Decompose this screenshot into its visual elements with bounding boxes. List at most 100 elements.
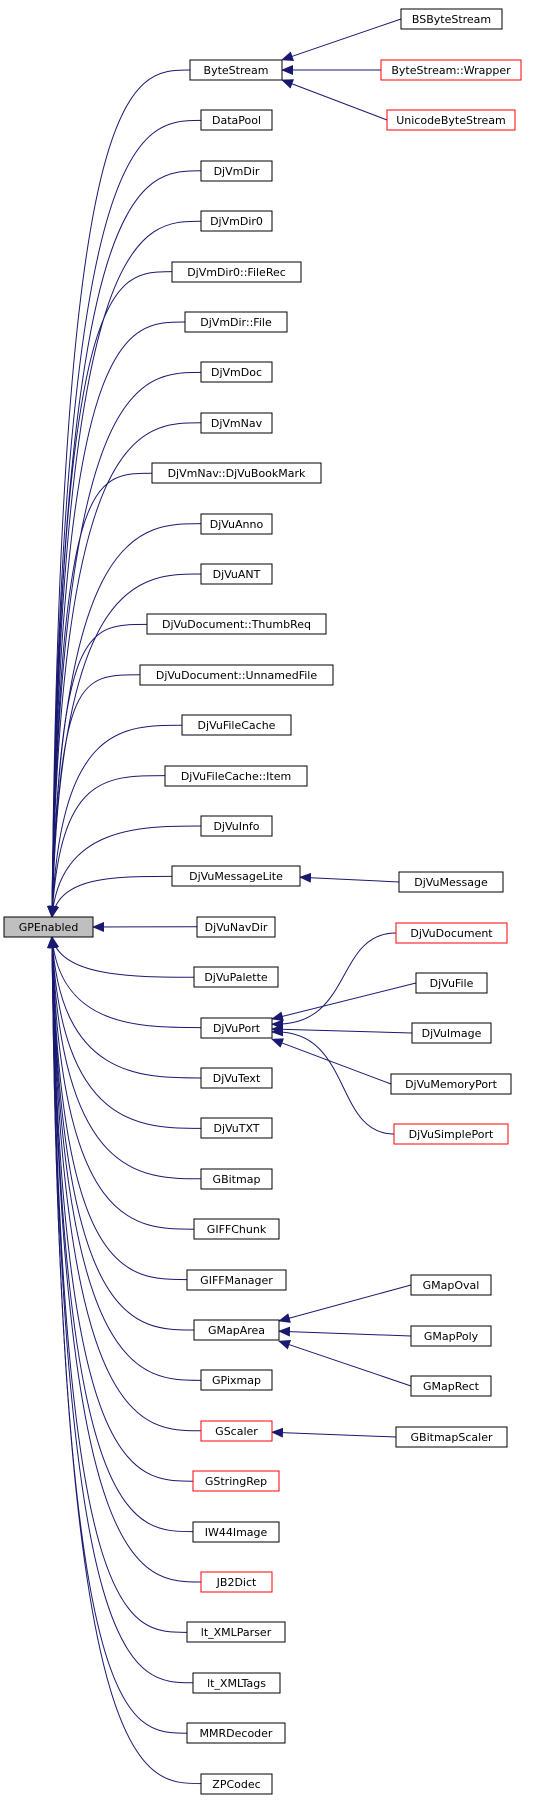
edge-djvuimage-to-djvuport <box>271 1024 413 1035</box>
node-gmaparea[interactable]: GMapArea <box>193 1319 280 1341</box>
node-gscaler[interactable]: GScaler <box>200 1420 273 1442</box>
node-djvufile[interactable]: DjVuFile <box>415 972 488 994</box>
node-djvmdir0[interactable]: DjVmDir0 <box>200 210 273 232</box>
node-label: JB2Dict <box>216 1576 257 1589</box>
node-djvumemoryport[interactable]: DjVuMemoryPort <box>390 1073 512 1095</box>
node-djvuanno[interactable]: DjVuAnno <box>200 513 273 535</box>
node-gbitmapscaler[interactable]: GBitmapScaler <box>395 1426 508 1448</box>
node-gmappoly[interactable]: GMapPoly <box>410 1325 492 1347</box>
edge-djvuanno-to-root <box>47 523 202 918</box>
edge-giffmanager-to-root <box>47 936 188 1281</box>
edge-bytestream-to-root <box>47 69 191 918</box>
node-djvumessage[interactable]: DjVuMessage <box>398 871 504 893</box>
edge-gmaparea-to-root <box>47 936 195 1331</box>
node-label: lt_XMLTags <box>207 1677 266 1690</box>
node-box <box>386 109 516 131</box>
node-box <box>200 361 273 383</box>
node-djvudocument-unnamedfile[interactable]: DjVuDocument::UnnamedFile <box>139 664 334 686</box>
node-gpixmap[interactable]: GPixmap <box>200 1369 273 1391</box>
node-djvmdoc[interactable]: DjVmDoc <box>200 361 273 383</box>
node-djvufilecache[interactable]: DjVuFileCache <box>181 714 292 736</box>
node-label: GStringRep <box>205 1475 267 1488</box>
node-box <box>200 210 273 232</box>
node-djvmnav[interactable]: DjVmNav <box>200 412 273 434</box>
node-gstringrep[interactable]: GStringRep <box>192 1470 280 1492</box>
node-box <box>186 1722 286 1744</box>
node-gmapoval[interactable]: GMapOval <box>410 1274 492 1296</box>
node-gpenabled[interactable]: GPEnabled <box>3 916 94 938</box>
node-gmaprect[interactable]: GMapRect <box>410 1375 492 1397</box>
node-bytestream[interactable]: ByteStream <box>189 59 283 81</box>
node-box <box>181 714 292 736</box>
edge-gmapoval-to-gmaparea <box>278 1284 412 1323</box>
node-djvupalette[interactable]: DjVuPalette <box>193 966 279 988</box>
node-djvuimage[interactable]: DjVuImage <box>411 1022 492 1044</box>
node-box <box>410 1274 492 1296</box>
edge-djvmnav-djvubookmark-to-root <box>47 472 153 918</box>
node-zpcodec[interactable]: ZPCodec <box>200 1773 273 1795</box>
edge-djvuinfo-to-root <box>47 825 202 918</box>
node-label: GMapArea <box>208 1324 265 1337</box>
node-djvuant[interactable]: DjVuANT <box>200 563 273 585</box>
node-label: DjVmNav::DjVuBookMark <box>168 467 306 480</box>
node-label: DjVuPort <box>213 1022 261 1035</box>
node-djvmdir-file[interactable]: DjVmDir::File <box>184 311 288 333</box>
edge-zpcodec-to-root <box>47 936 202 1785</box>
node-lt-xmlparser[interactable]: lt_XMLParser <box>186 1621 286 1643</box>
node-label: ZPCodec <box>212 1778 260 1791</box>
edge-djvmdoc-to-root <box>47 371 202 918</box>
node-djvmdir[interactable]: DjVmDir <box>200 160 273 182</box>
node-label: GIFFChunk <box>207 1223 267 1236</box>
node-djvutxt[interactable]: DjVuTXT <box>200 1117 273 1139</box>
node-unicodebytestream[interactable]: UnicodeByteStream <box>386 109 516 131</box>
nodes-layer: ByteStreamDataPoolDjVmDirDjVmDir0DjVmDir… <box>3 8 522 1795</box>
node-box <box>200 563 273 585</box>
node-iw44image[interactable]: IW44Image <box>192 1521 280 1543</box>
edge-djvumessage-to-djvumessagelite <box>299 872 400 883</box>
node-giffmanager[interactable]: GIFFManager <box>186 1269 287 1291</box>
node-box <box>380 59 522 81</box>
node-datapool[interactable]: DataPool <box>200 109 273 131</box>
node-djvudocument[interactable]: DjVuDocument <box>395 922 508 944</box>
node-djvunavdir[interactable]: DjVuNavDir <box>196 916 276 938</box>
node-giffchunk[interactable]: GIFFChunk <box>193 1218 280 1240</box>
node-bsbytestream[interactable]: BSByteStream <box>400 8 503 30</box>
node-box <box>151 462 322 484</box>
node-label: DjVuFile <box>430 977 474 990</box>
node-label: DjVmDir0::FileRec <box>187 266 286 279</box>
node-djvufilecache-item[interactable]: DjVuFileCache::Item <box>164 765 308 787</box>
node-box <box>146 613 327 635</box>
edge-mmrdecoder-to-root <box>47 936 188 1734</box>
edge-lt-xmlparser-to-root <box>47 936 188 1633</box>
node-bytestream-wrapper[interactable]: ByteStream::Wrapper <box>380 59 522 81</box>
node-gbitmap[interactable]: GBitmap <box>200 1168 273 1190</box>
node-djvuinfo[interactable]: DjVuInfo <box>200 815 273 837</box>
node-djvmnav-djvubookmark[interactable]: DjVmNav::DjVuBookMark <box>151 462 322 484</box>
node-label: GBitmapScaler <box>411 1431 493 1444</box>
node-djvutext[interactable]: DjVuText <box>200 1067 273 1089</box>
node-mmrdecoder[interactable]: MMRDecoder <box>186 1722 286 1744</box>
node-box <box>200 1117 273 1139</box>
node-box <box>200 1168 273 1190</box>
node-label: IW44Image <box>205 1526 268 1539</box>
node-jb2dict[interactable]: JB2Dict <box>200 1571 273 1593</box>
node-box <box>186 1621 286 1643</box>
edge-giffchunk-to-root <box>47 936 195 1230</box>
node-box <box>200 1571 273 1593</box>
node-box <box>200 412 273 434</box>
node-djvuport[interactable]: DjVuPort <box>200 1017 273 1039</box>
edge-djvutxt-to-root <box>47 936 202 1129</box>
node-box <box>390 1073 512 1095</box>
node-label: DjVuDocument::UnnamedFile <box>156 669 318 682</box>
node-djvmdir0-filerec[interactable]: DjVmDir0::FileRec <box>171 261 302 283</box>
node-djvusimpleport[interactable]: DjVuSimplePort <box>393 1123 509 1145</box>
node-box <box>200 160 273 182</box>
edge-iw44image-to-root <box>47 936 194 1533</box>
node-djvudocument-thumbreq[interactable]: DjVuDocument::ThumbReq <box>146 613 327 635</box>
node-djvumessagelite[interactable]: DjVuMessageLite <box>171 865 301 887</box>
node-label: DjVuFileCache <box>198 719 276 732</box>
node-lt-xmltags[interactable]: lt_XMLTags <box>192 1672 281 1694</box>
node-label: DjVuMessage <box>414 876 488 889</box>
edge-djvutext-to-root <box>47 936 202 1079</box>
